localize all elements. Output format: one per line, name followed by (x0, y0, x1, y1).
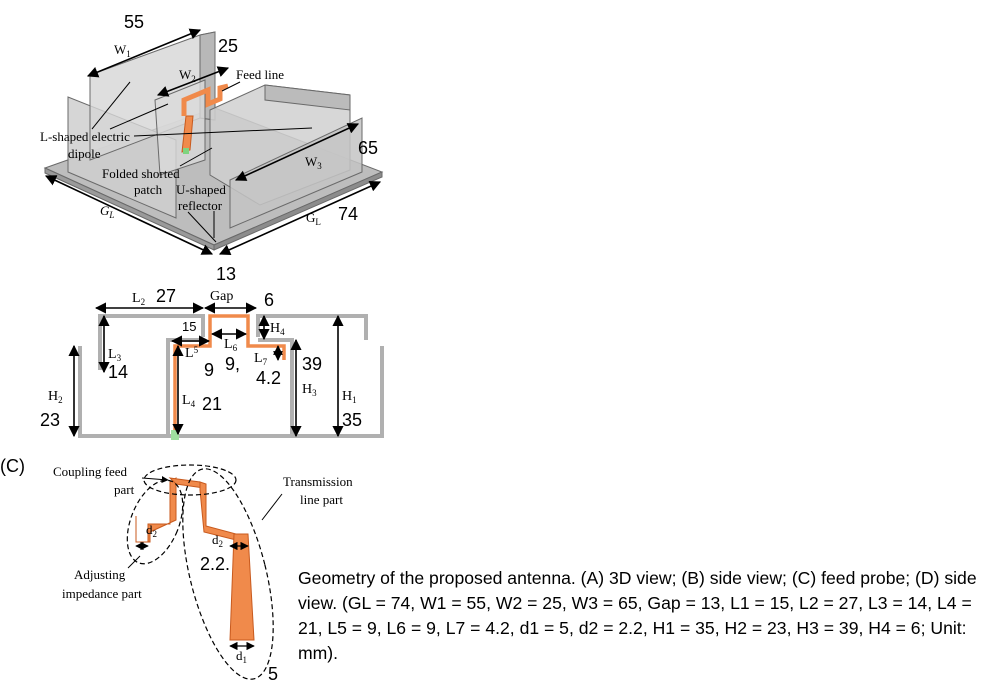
h4-value: 6 (264, 290, 274, 310)
l2-label: L (132, 291, 141, 306)
right-dipole-profile (256, 314, 368, 340)
panel-c-tag: (C) (0, 456, 25, 476)
l6-value: 9, (225, 354, 240, 374)
svg-text:W1: W1 (114, 42, 131, 59)
l4-sub: 4 (191, 399, 196, 409)
svg-text:H2: H2 (48, 389, 63, 405)
d2-left-sub: 2 (153, 529, 158, 539)
svg-text:H4: H4 (270, 321, 285, 337)
d2-right-sub: 2 (219, 539, 224, 549)
l2-sub: 2 (141, 297, 146, 307)
l7-label: L (254, 351, 263, 366)
w2-sub: 2 (191, 74, 196, 84)
l6-sub: 6 (233, 343, 238, 353)
l6-label: L (224, 337, 233, 352)
l7-sub: 7 (263, 357, 268, 367)
w3-label: W (305, 154, 318, 169)
svg-text:d1: d1 (236, 648, 247, 665)
panel-c-feed-probe: (C) Coupling feed part Transmission line… (0, 456, 353, 684)
d2-right-label: d (212, 532, 219, 547)
l5-sub: 5 (194, 345, 199, 355)
feed-probe-shape (135, 477, 255, 641)
svg-text:GL: GL (100, 203, 114, 220)
svg-text:L2: L2 (132, 291, 145, 307)
gl-value: 74 (338, 204, 358, 224)
svg-text:L6: L6 (224, 337, 238, 353)
svg-text:GL: GL (306, 210, 321, 227)
adjusting-label-line1: Adjusting (74, 567, 126, 582)
l1-value: 15 (182, 319, 196, 334)
transmission-label-line1: Transmission (283, 474, 353, 489)
dipole-label-line2: dipole (68, 146, 101, 161)
adjusting-impedance-ellipse (126, 479, 184, 565)
h2-value: 23 (40, 410, 60, 430)
svg-text:W3: W3 (305, 154, 322, 171)
coupling-label-line1: Coupling feed (53, 464, 128, 479)
gl-left-label: G (100, 203, 110, 218)
h4-label: H (270, 321, 280, 336)
w3-value: 65 (358, 138, 378, 158)
coupling-label-line2: part (114, 482, 135, 497)
svg-text:H3: H3 (302, 382, 317, 398)
w1-label: W (114, 42, 127, 57)
l5-label: L (185, 346, 194, 361)
gl-right-label: G (306, 210, 315, 225)
w1-sub: 1 (126, 49, 131, 59)
h2-label: H (48, 389, 58, 404)
h2-sub: 2 (58, 395, 63, 405)
l3-value: 14 (108, 362, 128, 382)
svg-text:d2: d2 (212, 532, 223, 549)
coupling-feed-ellipse (143, 464, 237, 496)
h1-label: H (342, 389, 352, 404)
feed-point (183, 148, 189, 154)
adjusting-label-line2: impedance part (62, 586, 142, 601)
h3-sub: 3 (312, 388, 317, 398)
dipole-label-line1: L-shaped electric (40, 129, 130, 144)
l7-value: 4.2 (256, 368, 281, 388)
w2-value: 25 (218, 36, 238, 56)
l5-value: 9 (204, 360, 214, 380)
gap-value: 13 (216, 264, 236, 284)
w3-sub: 3 (317, 161, 322, 171)
d1-label: d (236, 648, 243, 663)
reflector-profile (78, 346, 384, 438)
h1-sub: 1 (352, 395, 357, 405)
svg-text:L3: L3 (108, 347, 122, 363)
h3-value: 39 (302, 354, 322, 374)
svg-text:L5: L5 (185, 345, 199, 361)
panel-a-3d-view: W1 55 W2 25 Feed line L-shaped electric … (40, 12, 384, 255)
w1-value: 55 (124, 12, 144, 32)
patch-label-line2: patch (134, 182, 163, 197)
svg-text:d2: d2 (146, 522, 157, 539)
transmission-line-ellipse (182, 468, 274, 680)
svg-text:L7: L7 (254, 351, 268, 367)
h4-sub: 4 (280, 327, 285, 337)
patch-label-line1: Folded shorted (102, 166, 180, 181)
reflector-label-line2: reflector (178, 198, 223, 213)
svg-text:W2: W2 (179, 67, 196, 84)
gl-right-sub: L (315, 217, 321, 227)
h1-value: 35 (342, 410, 362, 430)
svg-text:L4: L4 (182, 393, 196, 409)
w2-label: W (179, 67, 192, 82)
svg-text:H1: H1 (342, 389, 357, 405)
d2-value: 2.2. (200, 554, 230, 574)
reflector-label-line1: U-shaped (176, 182, 226, 197)
l4-label: L (182, 393, 191, 408)
feed-line-label: Feed line (236, 67, 284, 82)
l2-value: 27 (156, 286, 176, 306)
transmission-label-line2: line part (300, 492, 343, 507)
panel-b-side-view: L2 27 Gap 13 H4 6 15 L3 14 L5 9 L6 9, L7… (40, 264, 384, 440)
figure-caption: Geometry of the proposed antenna. (A) 3D… (298, 568, 977, 663)
gl-left-sub: L (108, 210, 114, 220)
h3-label: H (302, 382, 312, 397)
d1-sub: 1 (243, 655, 248, 665)
gap-label: Gap (210, 289, 233, 304)
l3-label: L (108, 347, 117, 362)
d1-value: 5 (268, 664, 278, 684)
d2-left-label: d (146, 522, 153, 537)
l4-value: 21 (202, 394, 222, 414)
l3-sub: 3 (117, 353, 122, 363)
